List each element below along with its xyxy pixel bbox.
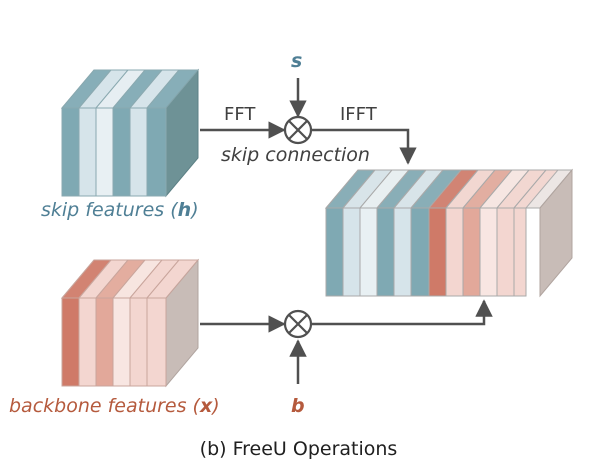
fft-label: FFT [224, 104, 256, 125]
concat-front-stripe [359, 207, 378, 297]
skip-features-suffix: ) [191, 199, 199, 221]
backbone-features-prefix: backbone features ( [9, 395, 200, 417]
concat-front-stripe [513, 207, 527, 297]
figure-caption: (b) FreeU Operations [199, 438, 398, 460]
backbone-features-label: backbone features (x) [9, 395, 220, 417]
skip-features-block [60, 68, 200, 198]
backbone-front-stripe [112, 297, 131, 387]
skip-front-stripe [61, 107, 80, 197]
skip-features-var: h [177, 199, 192, 221]
skip-connection-label: skip connection [221, 144, 370, 166]
concat-front-stripe [479, 207, 498, 297]
backbone-features-suffix: ) [212, 395, 220, 417]
skip-front-stripe [112, 107, 131, 197]
backbone-features-block [60, 258, 200, 388]
concat-arrow [312, 299, 493, 326]
skip-features-prefix: skip features ( [41, 199, 178, 221]
concat-front-stripe [410, 207, 430, 297]
s-label: s [291, 50, 303, 72]
skip-front-stripe [95, 107, 114, 197]
backbone-front-stripe [146, 297, 167, 387]
skip-front-stripe [78, 107, 97, 197]
backbone-multiply-operator [283, 309, 313, 339]
backbone-front-stripe [61, 297, 80, 387]
backbone-features-var: x [199, 395, 213, 417]
backbone-top-stripe [145, 259, 200, 299]
concat-front-stripe [393, 207, 412, 297]
skip-top-stripe [145, 69, 200, 109]
concat-front-stripe [462, 207, 481, 297]
ifft-label: IFFT [340, 104, 377, 125]
concat-top-stripe [512, 169, 560, 209]
concat-front-stripe [376, 207, 395, 297]
backbone-front-stripe [78, 297, 97, 387]
backbone-path-arrows [200, 299, 493, 384]
backbone-front-stripe [129, 297, 148, 387]
concat-front-stripe [325, 207, 344, 297]
ifft-arrow [312, 128, 417, 165]
skip-front-stripe [146, 107, 167, 197]
concat-front-stripe [342, 207, 361, 297]
backbone-front-stripe [95, 297, 114, 387]
concat-front-stripe [445, 207, 464, 297]
skip-path-arrows [200, 78, 417, 165]
skip-features-label: skip features (h) [41, 199, 199, 221]
skip-front-stripe [129, 107, 148, 197]
skip-multiply-operator [283, 115, 313, 145]
concat-front-stripe [496, 207, 515, 297]
b-label: b [291, 395, 305, 417]
concatenated-features-block [324, 168, 574, 298]
concat-front-stripe [428, 207, 447, 297]
